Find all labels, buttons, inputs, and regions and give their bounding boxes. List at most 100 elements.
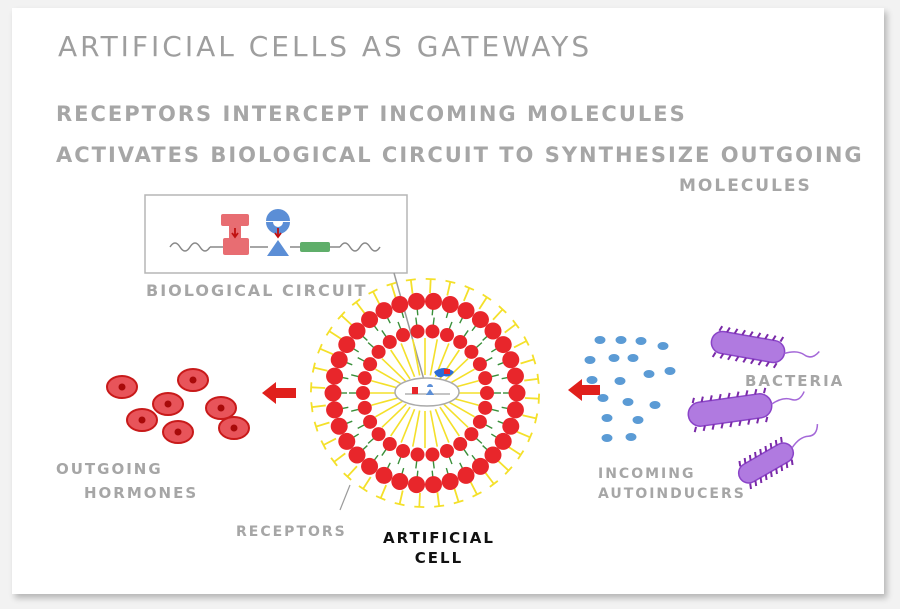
circuit-pointer-line bbox=[393, 272, 425, 381]
lipid-head bbox=[506, 367, 524, 385]
cell-circuit-icon bbox=[394, 368, 460, 407]
receptors-label: RECEPTORS bbox=[236, 524, 347, 540]
autoinducer-molecule bbox=[586, 376, 598, 384]
lipid-head bbox=[506, 401, 524, 419]
lipid-head bbox=[357, 371, 372, 386]
bacterium-icon bbox=[710, 325, 820, 369]
autoinducer-molecule bbox=[601, 414, 613, 422]
autoinducer-molecule bbox=[584, 356, 596, 364]
autoinducer-molecule bbox=[664, 367, 676, 375]
lipid-head bbox=[478, 400, 493, 415]
autoinducer-molecule bbox=[625, 433, 637, 441]
lipid-head bbox=[457, 466, 475, 484]
lipid-head bbox=[338, 336, 356, 354]
lipid-head bbox=[391, 296, 409, 314]
activator-protein-icon bbox=[266, 209, 290, 256]
autoinducer-molecule bbox=[657, 342, 669, 350]
lipid-head bbox=[408, 476, 426, 494]
lipid-head bbox=[330, 351, 348, 369]
biological-circuit-label: BIOLOGICAL CIRCUIT bbox=[146, 281, 368, 300]
lipid-head bbox=[508, 384, 526, 402]
lipid-head bbox=[464, 427, 479, 442]
autoinducer-molecule bbox=[632, 416, 644, 424]
lipid-head bbox=[425, 447, 440, 462]
bullet-activates-continued: MOLECULES bbox=[679, 176, 812, 196]
bullet-receptors: RECEPTORS INTERCEPT INCOMING MOLECULES bbox=[56, 102, 687, 126]
autoinducer-molecule bbox=[601, 434, 613, 442]
lipid-head bbox=[371, 344, 386, 359]
bullet-activates: ACTIVATES BIOLOGICAL CIRCUIT TO SYNTHESI… bbox=[56, 143, 864, 167]
lipid-head bbox=[361, 311, 379, 329]
artificial-cell-label-line2: CELL bbox=[414, 549, 464, 567]
lipid-head bbox=[480, 386, 494, 400]
artificial-cell-label-line1: ARTIFICIAL bbox=[383, 529, 495, 547]
lipid-head bbox=[472, 414, 487, 429]
lipid-head bbox=[410, 447, 425, 462]
lipid-head bbox=[326, 367, 344, 385]
repressor-protein-icon bbox=[221, 214, 249, 255]
lipid-head bbox=[425, 324, 440, 339]
receptor-pointer-line bbox=[339, 484, 351, 511]
lipid-head bbox=[494, 336, 512, 354]
lipid-head bbox=[484, 322, 502, 340]
lipid-head bbox=[324, 384, 342, 402]
outgoing-hormones-label: OUTGOING HORMONES bbox=[56, 457, 198, 505]
outgoing-label-line2: HORMONES bbox=[84, 484, 199, 502]
autoinducer-molecule bbox=[643, 370, 655, 378]
lipid-head bbox=[348, 446, 366, 464]
lipid-head bbox=[408, 292, 426, 310]
autoinducer-molecule bbox=[615, 336, 627, 344]
bacterium-icon bbox=[687, 387, 805, 433]
lipid-head bbox=[472, 357, 487, 372]
lipid-head bbox=[439, 328, 454, 343]
lipid-head bbox=[382, 334, 397, 349]
slide-title: ARTIFICIAL CELLS AS GATEWAYS bbox=[58, 30, 593, 63]
lipid-head bbox=[382, 437, 397, 452]
lipid-head bbox=[361, 457, 379, 475]
lipid-head bbox=[410, 324, 425, 339]
incoming-autoinducers-label: INCOMING AUTOINDUCERS bbox=[598, 464, 746, 504]
lipid-head bbox=[502, 417, 520, 435]
incoming-autoinducers bbox=[584, 336, 676, 442]
incoming-label-line1: INCOMING bbox=[598, 466, 696, 482]
lipid-head bbox=[330, 417, 348, 435]
outgoing-label-line1: OUTGOING bbox=[56, 460, 163, 478]
lipid-head bbox=[439, 443, 454, 458]
lipid-head bbox=[453, 437, 468, 452]
lipid-head bbox=[441, 296, 459, 314]
lipid-head bbox=[478, 371, 493, 386]
lipid-head bbox=[391, 472, 409, 490]
autoinducer-molecule bbox=[627, 354, 639, 362]
gene-block-icon bbox=[300, 242, 330, 252]
outgoing-hormones bbox=[106, 368, 250, 444]
lipid-head bbox=[424, 476, 442, 494]
lipid-head bbox=[453, 334, 468, 349]
lipid-head bbox=[363, 414, 378, 429]
lipid-head bbox=[441, 472, 459, 490]
lipid-head bbox=[357, 400, 372, 415]
autoinducer-molecule bbox=[635, 337, 647, 345]
autoinducer-molecule bbox=[649, 401, 661, 409]
biological-circuit-box bbox=[144, 194, 408, 274]
lipid-head bbox=[348, 322, 366, 340]
lipid-head bbox=[356, 386, 370, 400]
lipid-head bbox=[338, 432, 356, 450]
lipid-head bbox=[484, 446, 502, 464]
lipid-head bbox=[363, 357, 378, 372]
autoinducer-molecule bbox=[597, 394, 609, 402]
lipid-head bbox=[471, 457, 489, 475]
lipid-head bbox=[471, 311, 489, 329]
bacterium-icon bbox=[737, 424, 819, 490]
lipid-head bbox=[502, 351, 520, 369]
lipid-head bbox=[464, 344, 479, 359]
incoming-label-line2: AUTOINDUCERS bbox=[598, 486, 746, 502]
arrow-outgoing-icon bbox=[262, 382, 296, 404]
lipid-head bbox=[375, 466, 393, 484]
lipid-head bbox=[494, 432, 512, 450]
autoinducer-molecule bbox=[622, 398, 634, 406]
arrow-incoming-icon bbox=[568, 379, 600, 401]
lipid-head bbox=[375, 302, 393, 320]
lipid-head bbox=[371, 427, 386, 442]
bacteria-group bbox=[687, 325, 820, 490]
